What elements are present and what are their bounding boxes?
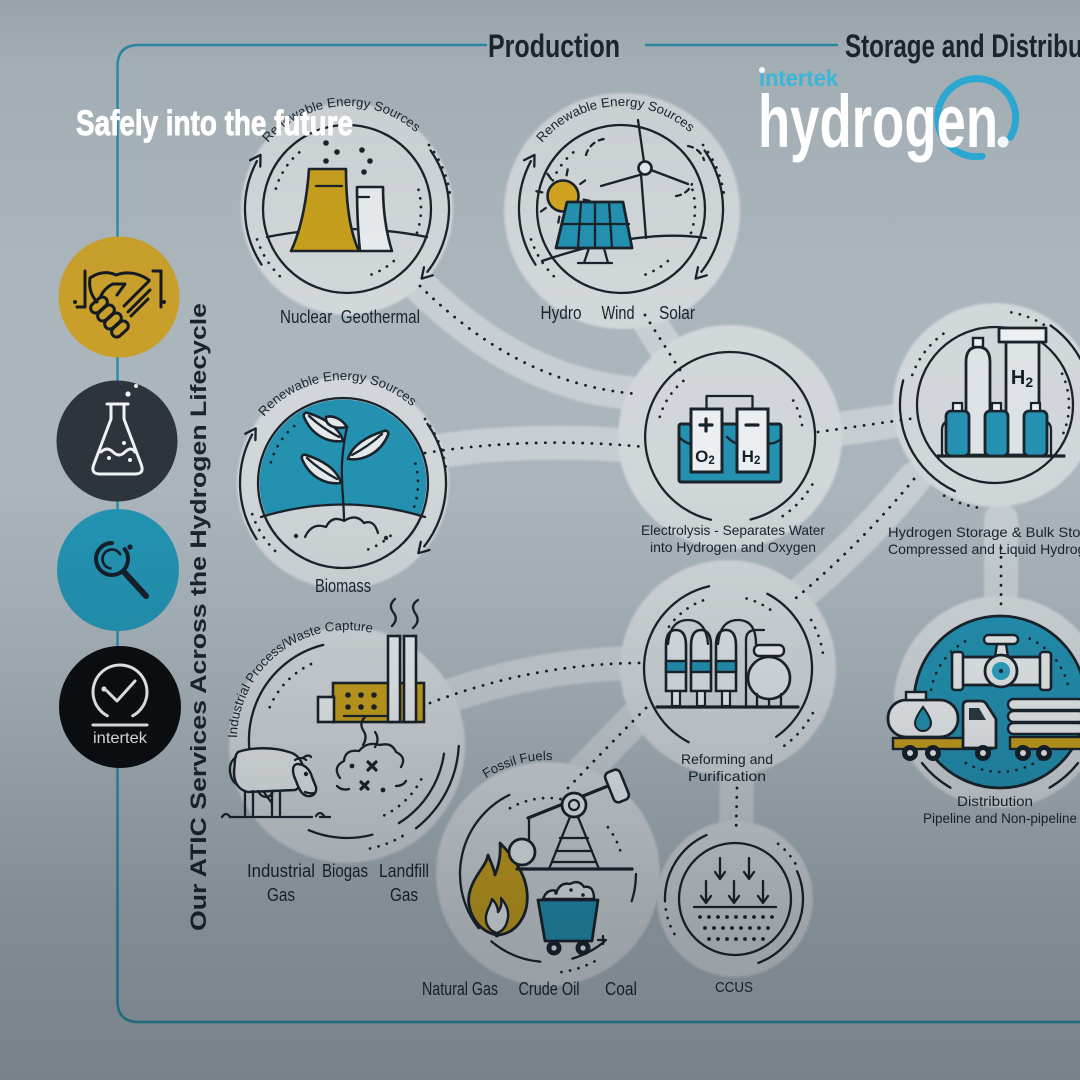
svg-text:Safely into the future: Safely into the future bbox=[76, 104, 353, 143]
svg-text:hydrogen: hydrogen bbox=[758, 80, 998, 163]
svg-text:intertek: intertek bbox=[759, 65, 838, 91]
